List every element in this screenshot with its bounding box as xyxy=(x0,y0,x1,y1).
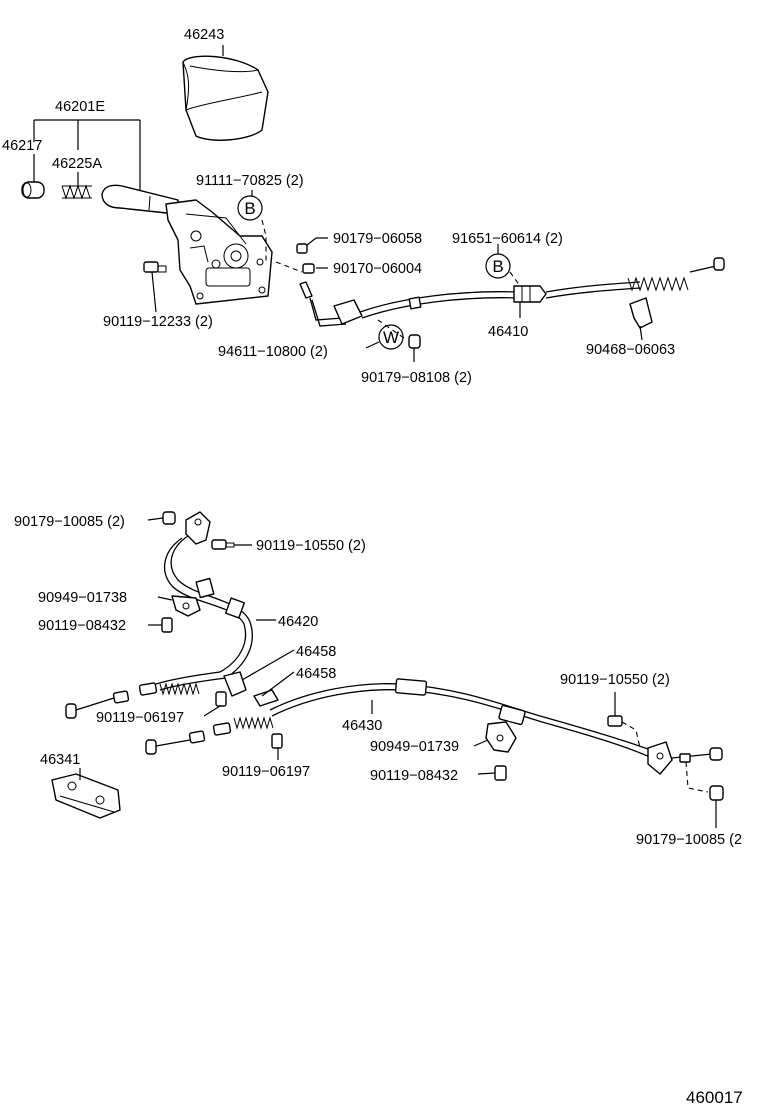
label-90119-08432-right: 90119−08432 xyxy=(370,768,458,784)
label-46410: 46410 xyxy=(488,324,528,340)
label-46201E: 46201E xyxy=(55,99,105,115)
clip-90468-06063 xyxy=(629,297,653,329)
marker-b-top-right: B xyxy=(485,253,511,279)
bracket-46341 xyxy=(51,773,121,819)
label-90179-10085-left: 90179−10085 (2) xyxy=(14,514,125,530)
label-90119-12233: 90119−12233 (2) xyxy=(103,314,213,330)
rear-cable-left-46420 xyxy=(65,511,253,719)
bolt-90119-10550-left xyxy=(211,539,235,550)
bottom-leader-lines xyxy=(79,517,717,828)
lever-boot-46243 xyxy=(182,55,269,141)
label-90949-01739: 90949−01739 xyxy=(370,739,459,755)
label-46243: 46243 xyxy=(184,27,224,43)
rear-cable-right-46430 xyxy=(145,678,723,775)
nut-90179-06058 xyxy=(296,243,308,254)
bolt-90119-08432-left xyxy=(161,617,173,633)
label-90119-10550-right: 90119−10550 (2) xyxy=(560,672,670,688)
label-90119-08432-left: 90119−08432 xyxy=(38,618,126,634)
top-leader-lines xyxy=(33,45,643,362)
label-90170-06004: 90170−06004 xyxy=(333,261,422,277)
spring-46225A xyxy=(61,184,92,200)
label-90468-06063: 90468−06063 xyxy=(586,342,675,358)
label-91111-70825: 91111−70825 (2) xyxy=(196,173,304,189)
label-94611-10800: 94611−10800 (2) xyxy=(218,344,328,360)
label-46225A: 46225A xyxy=(52,156,102,172)
marker-w: W xyxy=(378,324,404,350)
label-46217: 46217 xyxy=(2,138,42,154)
bolt-90119-12233 xyxy=(143,261,167,273)
label-90119-06197-right: 90119−06197 xyxy=(222,764,310,780)
label-90949-01738: 90949−01738 xyxy=(38,590,127,606)
svg-text:B: B xyxy=(244,199,255,218)
bracket-46458-lower xyxy=(253,689,279,707)
label-46341: 46341 xyxy=(40,752,80,768)
release-button-46217 xyxy=(21,181,45,199)
label-90119-06197-left: 90119−06197 xyxy=(96,710,184,726)
parking-brake-lever xyxy=(101,184,273,305)
marker-b-top-left: B xyxy=(237,195,263,221)
clamp-90949-01738 xyxy=(171,595,201,617)
nut-90179-10085-left xyxy=(162,511,176,525)
label-46458-a: 46458 xyxy=(296,644,336,660)
nut-90170-06004 xyxy=(302,263,315,274)
bolt-90119-10550-right xyxy=(607,715,623,727)
nut-90179-08108 xyxy=(408,334,421,349)
front-cable-46410 xyxy=(299,257,725,327)
label-46420: 46420 xyxy=(278,614,318,630)
bracket-46458-upper xyxy=(223,671,247,697)
label-90179-10085-right: 90179−10085 (2 xyxy=(636,832,742,848)
svg-text:B: B xyxy=(492,257,503,276)
svg-text:W: W xyxy=(383,328,399,347)
figure-id: 460017 xyxy=(686,1088,743,1107)
label-46458-b: 46458 xyxy=(296,666,336,682)
clamp-90949-01739 xyxy=(485,721,517,753)
label-90119-10550-left: 90119−10550 (2) xyxy=(256,538,366,554)
bolt-90119-08432-right xyxy=(494,765,507,781)
label-46430: 46430 xyxy=(342,718,382,734)
label-90179-06058: 90179−06058 xyxy=(333,231,422,247)
label-91651-60614: 91651−60614 (2) xyxy=(452,231,563,247)
bolt-90119-06197-left xyxy=(215,691,227,707)
label-90179-08108: 90179−08108 (2) xyxy=(361,370,472,386)
bolt-90119-06197-right xyxy=(271,733,283,749)
nut-90179-10085-right xyxy=(709,785,724,801)
